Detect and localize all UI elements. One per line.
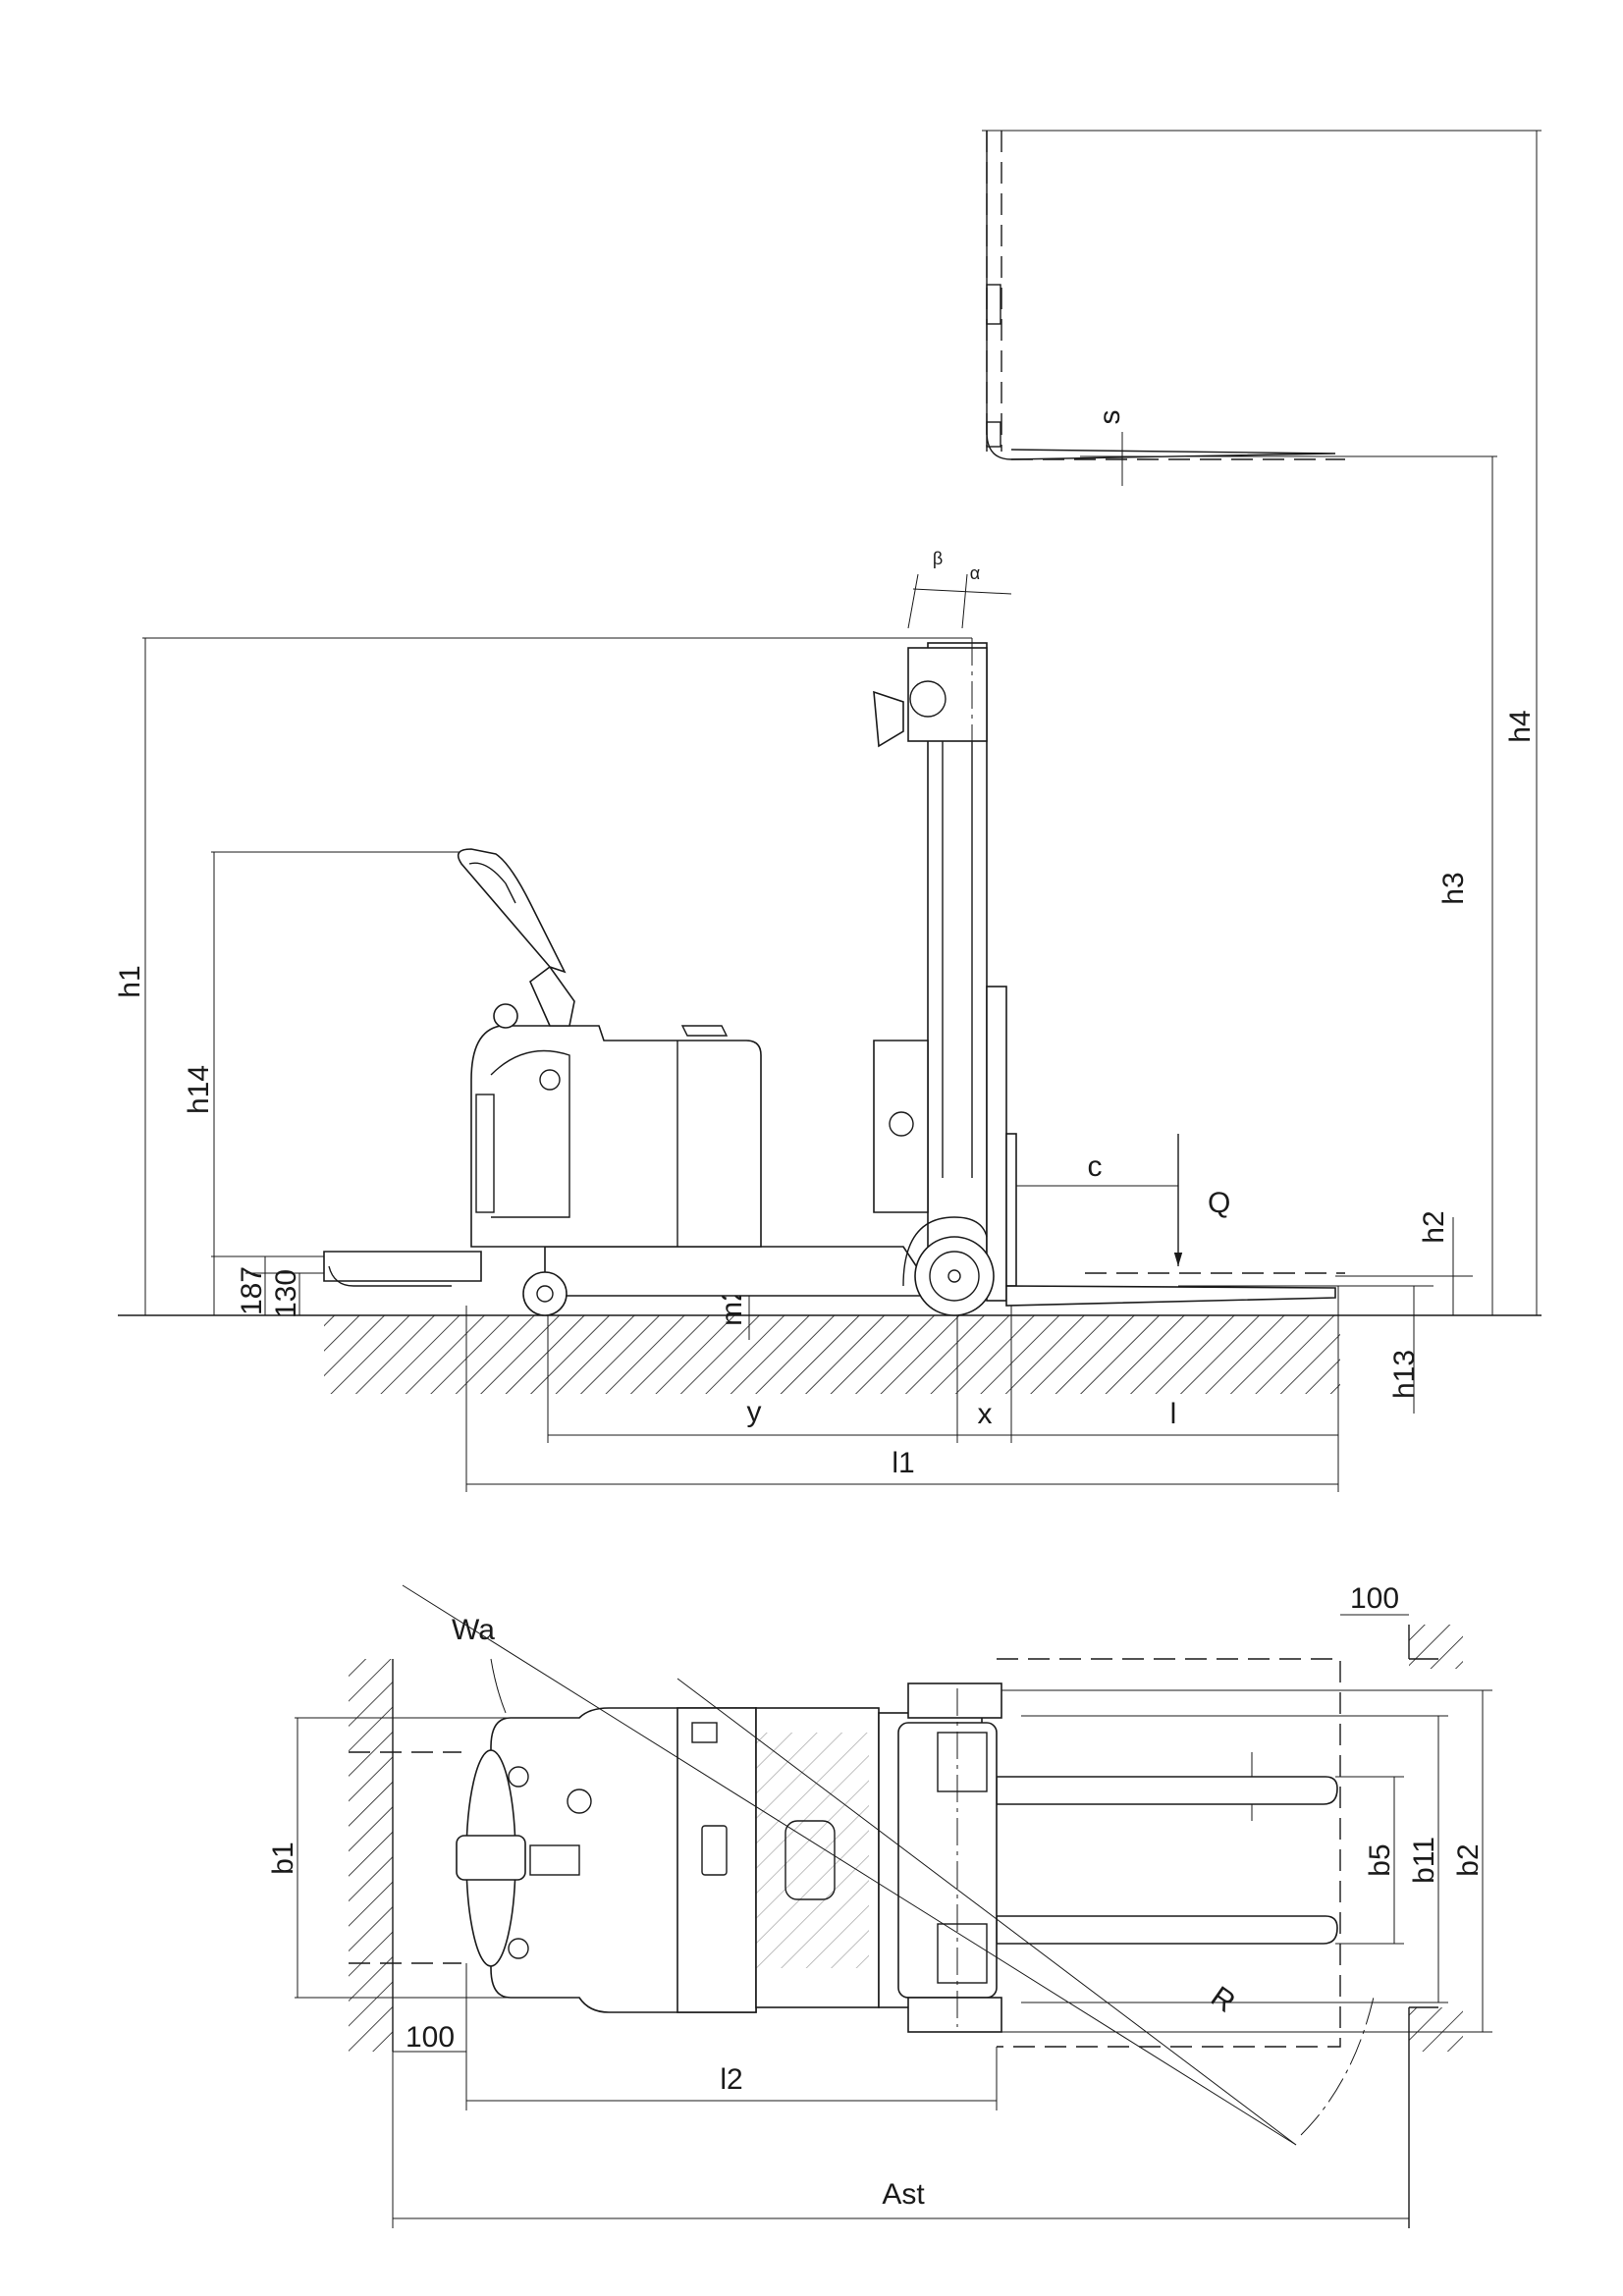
fork-upper — [996, 1776, 1338, 1805]
wa-line — [402, 1584, 1297, 2146]
tiller-arm — [457, 848, 567, 974]
wa-label: Wa — [452, 1614, 495, 1646]
platform-lower — [328, 1265, 452, 1287]
body-key-switch — [539, 1069, 561, 1091]
b1-label: b1 — [267, 1842, 299, 1874]
ventilation-grille — [756, 1733, 869, 1968]
mast-outer — [927, 642, 988, 1272]
h13-label: h13 — [1388, 1350, 1421, 1399]
wa-arc — [490, 1658, 507, 1714]
chassis-base — [544, 1246, 924, 1297]
load-wheel-hub — [929, 1251, 980, 1302]
d187-label: 187 — [236, 1266, 268, 1315]
ground-hatch — [324, 1315, 1340, 1394]
raised-carriage — [986, 131, 1345, 460]
chain-bracket-lower — [937, 1923, 988, 1984]
h4-label: h4 — [1504, 710, 1537, 742]
drive-wheel — [522, 1271, 568, 1316]
h14-label: h14 — [183, 1065, 215, 1114]
alpha-label: α — [970, 563, 980, 583]
tiller-button-upper — [508, 1766, 529, 1788]
lowered-carriage — [986, 986, 1345, 1307]
l2-label: l2 — [720, 2063, 742, 2096]
mast — [873, 638, 988, 1272]
s-label: s — [1094, 410, 1126, 425]
mast-cover-fastener — [889, 1111, 914, 1137]
alpha-line — [961, 573, 968, 629]
body-front-cover — [490, 1049, 570, 1218]
mast-head — [907, 647, 988, 742]
l-label: l — [1170, 1398, 1177, 1430]
side-view: h1 h14 187 130 h4 h3 h2 h13 m2 y x l l1 … — [114, 130, 1542, 1492]
h3-label: h3 — [1437, 872, 1470, 904]
load-wheel — [914, 1236, 995, 1316]
mast-pulley — [909, 680, 947, 718]
h2-label: h2 — [1418, 1210, 1450, 1243]
b11-label: b11 — [1408, 1837, 1440, 1884]
top-connector — [691, 1722, 718, 1743]
clearance-left-label: 100 — [406, 2021, 455, 2054]
carriage-top-upper — [907, 1682, 1002, 1719]
tiller-knob — [493, 1003, 518, 1029]
aisle-marker-lower — [1409, 2007, 1463, 2052]
c-label: c — [1088, 1150, 1103, 1183]
beta-line — [907, 573, 919, 629]
wheel-guard — [902, 1216, 988, 1287]
turning-arc — [1300, 1992, 1376, 2136]
battery-compartment — [676, 1707, 757, 2013]
carriage-top-lower — [907, 1997, 1002, 2033]
raised-fork — [986, 131, 1336, 460]
ast-label: Ast — [882, 2178, 925, 2211]
mast-bracket — [873, 690, 904, 748]
clearance-right-label: 100 — [1350, 1582, 1399, 1615]
left-wall-hatch — [349, 1659, 393, 2052]
truck-body — [470, 1025, 762, 1248]
beta-label: β — [933, 549, 943, 568]
carriage-top — [897, 1722, 998, 1999]
tiller-button-lower — [508, 1938, 529, 1959]
drive-wheel-hub — [536, 1285, 554, 1303]
fork-lower — [996, 1915, 1338, 1945]
tiller-handle-top — [456, 1835, 526, 1881]
chain-bracket-upper — [937, 1732, 988, 1792]
tiller-base — [529, 965, 575, 1027]
mast-side-cover — [873, 1040, 929, 1213]
control-panel — [529, 1844, 580, 1876]
control-knob — [567, 1789, 592, 1814]
body-handle — [680, 1025, 729, 1037]
h1-label: h1 — [114, 965, 146, 997]
load-wheel-axle — [947, 1269, 961, 1283]
raised-bracket-lower — [986, 421, 1001, 448]
top-view: 100 100 l2 Ast b1 b2 b11 b5 c — [267, 1582, 1492, 2228]
battery-handle — [701, 1825, 728, 1876]
fork-blade-lowered — [1005, 1285, 1336, 1307]
b2-label: b2 — [1452, 1843, 1485, 1876]
q-label: Q — [1208, 1187, 1230, 1219]
r-label: R — [1205, 1980, 1241, 2018]
fork-backrest — [986, 986, 1007, 1302]
aisle-marker-upper — [1409, 1625, 1463, 1669]
body-side-step — [475, 1094, 495, 1213]
x-label: x — [978, 1398, 993, 1430]
y-label: y — [747, 1396, 762, 1428]
raised-bracket-upper — [986, 284, 1001, 325]
l1-label: l1 — [892, 1447, 914, 1479]
angle-dim-line — [912, 588, 1012, 595]
b5-label: b5 — [1364, 1843, 1396, 1876]
carriage-plate — [1005, 1133, 1017, 1287]
r-line — [676, 1678, 1297, 2146]
platform-fold — [323, 1251, 482, 1282]
d130-label: 130 — [270, 1269, 302, 1318]
pallet-outline — [997, 1658, 1341, 2048]
tiller-grip — [468, 862, 516, 904]
